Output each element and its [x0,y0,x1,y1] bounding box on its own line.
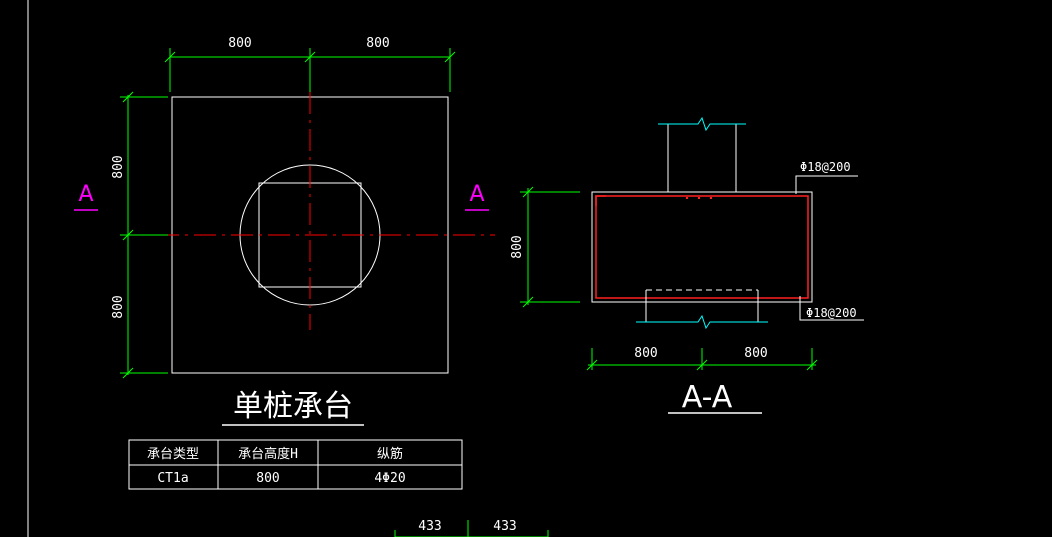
rebar-dots-top [686,197,712,199]
rebar-annotation-top-leader [795,175,858,194]
plan-dim-left-bottom: 800 [111,295,126,318]
section-height-dimension [520,186,580,308]
bottom-dim-left: 433 [418,519,441,534]
section-cap-outline [591,191,813,303]
section-bottom-dimension [586,348,818,371]
column-above [658,116,746,192]
table-header-height: 承台高度H [238,446,298,462]
rebar-cage [595,195,809,299]
cap-table: 承台类型 承台高度H 纵筋 CT1a 800 4Φ20 [128,439,463,490]
plan-title: 单桩承台 [233,389,353,424]
table-header-rebar: 纵筋 [377,446,403,462]
table-cell-height: 800 [256,471,279,486]
section-mark-right: A [469,182,484,207]
plan-left-dimension [120,91,168,379]
section-title: A-A [682,380,733,415]
bottom-partial-dimensions: 433 433 [394,519,549,537]
section-view: Φ18@200 Φ18@200 800 800 800 A-A [510,116,864,415]
bottom-dim-right: 433 [493,519,516,534]
section-dim-height: 800 [510,235,525,258]
section-dim-bottom-left: 800 [634,346,657,361]
table-header-type: 承台类型 [147,447,199,462]
rebar-hook-top-left [595,195,606,206]
table-cell-type: CT1a [157,471,188,486]
pile-break-line-bottom [636,314,768,330]
plan-top-dimension [164,48,456,92]
plan-view: 800 800 800 800 A A 单桩承台 [74,36,495,426]
plan-dim-top-right: 800 [366,36,389,51]
section-mark-left: A [78,182,93,207]
rebar-annotation-bottom-leader [799,296,864,321]
plan-dim-left-top: 800 [111,155,126,178]
section-dim-bottom-right: 800 [744,346,767,361]
pile-below [636,289,768,330]
table-cell-rebar: 4Φ20 [374,471,405,486]
plan-dim-top-left: 800 [228,36,251,51]
rebar-annotation-top: Φ18@200 [800,160,851,174]
rebar-annotation-bottom: Φ18@200 [806,306,857,320]
column-break-line-top [658,116,746,132]
